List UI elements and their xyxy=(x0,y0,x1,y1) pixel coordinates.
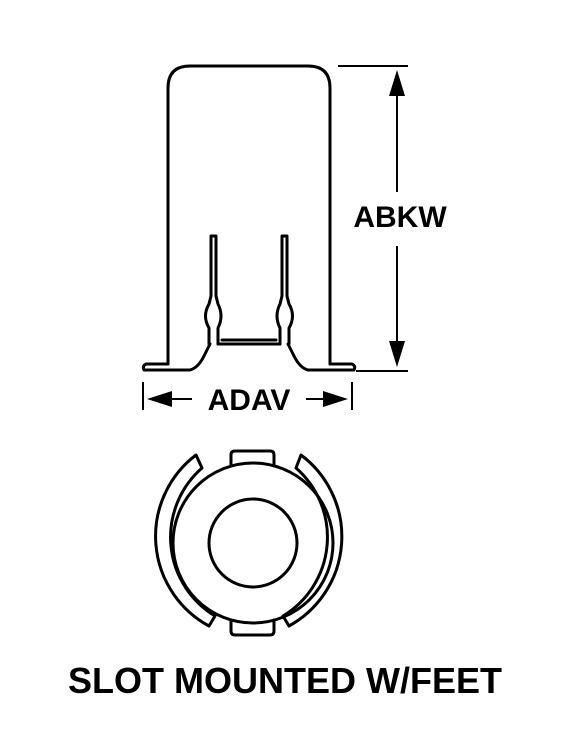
side-view xyxy=(141,64,357,372)
left-foot xyxy=(141,342,212,372)
can-outline-circle xyxy=(171,461,335,625)
caption: SLOT MOUNTED W/FEET xyxy=(68,660,502,701)
arrow-right-icon xyxy=(323,391,348,407)
height-label: ABKW xyxy=(353,201,447,234)
arrow-down-icon xyxy=(389,341,405,367)
arrow-up-icon xyxy=(389,70,405,96)
bottom-view xyxy=(154,449,344,637)
right-foot xyxy=(286,342,357,372)
right-mounting-tab xyxy=(275,234,294,346)
inner-circle xyxy=(207,497,299,589)
arrow-left-icon xyxy=(147,391,172,407)
width-label: ADAV xyxy=(208,384,291,417)
right-outer-segment xyxy=(281,453,344,628)
top-slot-tab xyxy=(229,449,276,468)
left-mounting-tab xyxy=(204,234,223,346)
left-outer-segment xyxy=(154,453,217,628)
bottom-slot-tab xyxy=(229,618,276,637)
can-body xyxy=(166,64,332,366)
width-dimension: ADAV xyxy=(142,382,353,417)
base-bridge xyxy=(216,338,282,346)
height-dimension: ABKW xyxy=(338,65,447,372)
